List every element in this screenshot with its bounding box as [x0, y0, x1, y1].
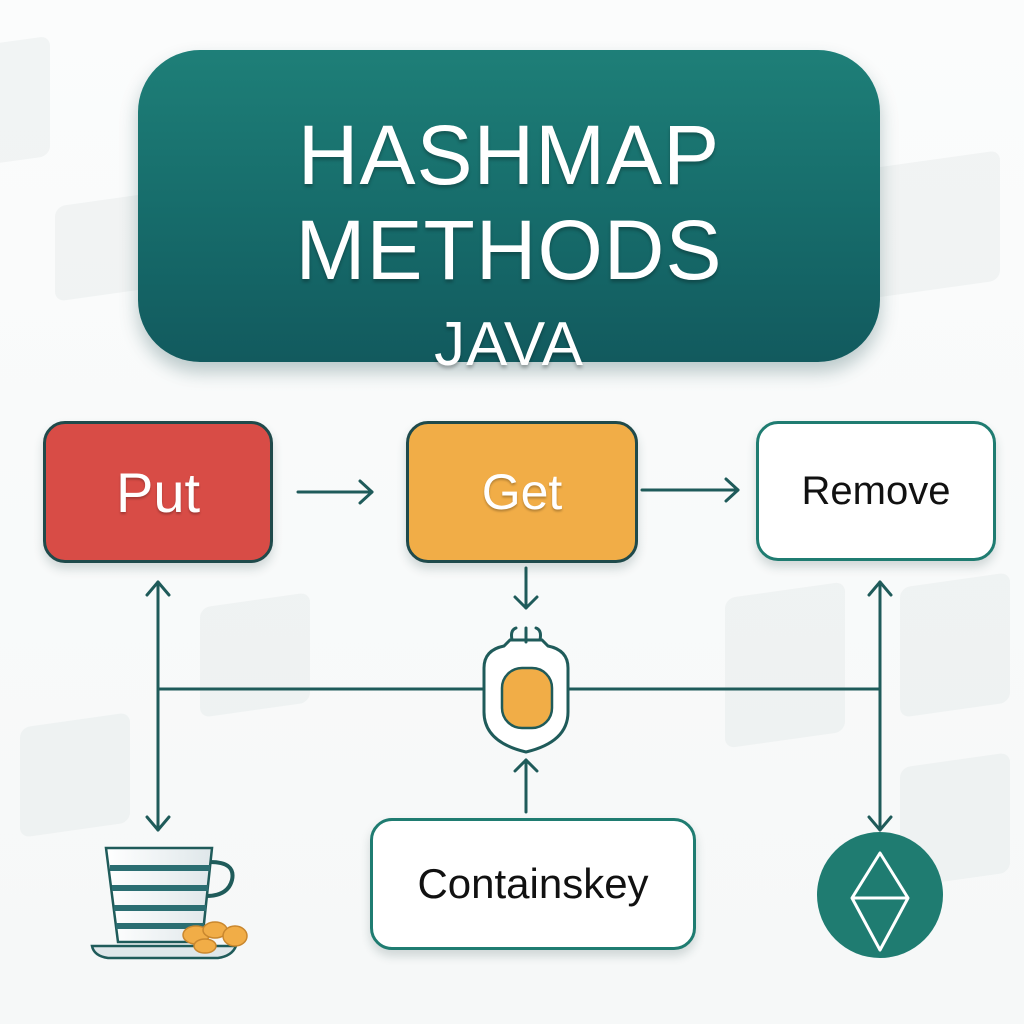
title-banner: HASHMAP METHODS JAVA	[138, 50, 880, 378]
get-method-box: Get	[406, 421, 638, 563]
remove-label: Remove	[801, 468, 951, 513]
arrow-put-vertical	[145, 580, 171, 832]
arrow-get-down	[513, 566, 539, 610]
containskey-label: Containskey	[417, 860, 649, 907]
arrow-get-to-remove	[640, 477, 740, 503]
get-label: Get	[481, 464, 563, 520]
teacup-icon	[90, 846, 248, 960]
diamond-circle-icon	[817, 832, 943, 958]
arrow-put-to-get	[296, 479, 374, 505]
title-line-1: HASHMAP	[297, 108, 721, 202]
title-line-3: JAVA	[434, 310, 584, 379]
bucket-node-icon	[482, 626, 570, 754]
put-label: Put	[115, 460, 201, 524]
put-method-box: Put	[43, 421, 273, 563]
title-line-2: METHODS	[295, 203, 723, 297]
containskey-method-box: Containskey	[370, 818, 696, 950]
arrow-remove-vertical	[867, 580, 893, 832]
arrow-containskey-up	[513, 758, 539, 814]
remove-method-box: Remove	[756, 421, 996, 561]
